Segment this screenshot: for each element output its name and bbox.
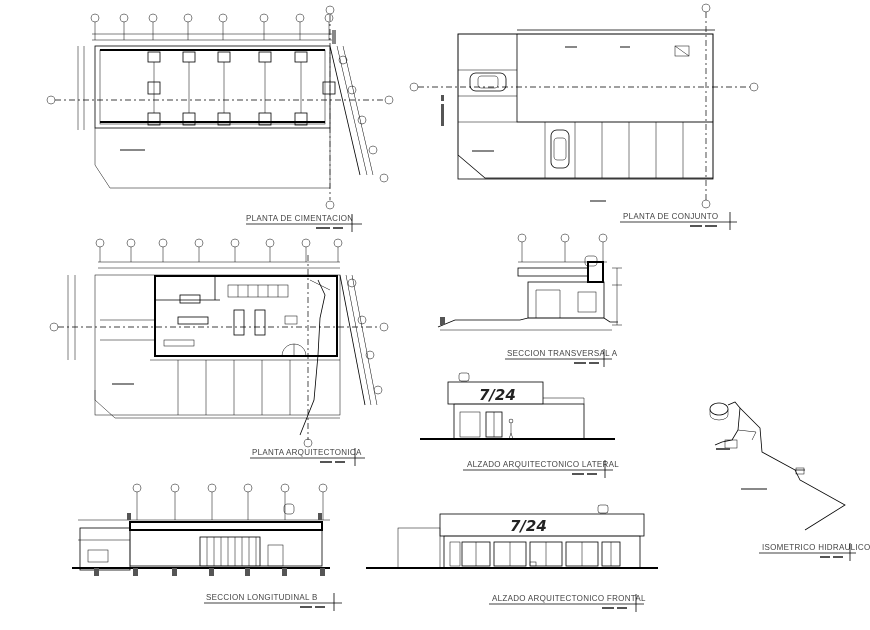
foundation-plan-title: PLANTA DE CIMENTACION bbox=[246, 214, 353, 223]
parking-stalls bbox=[458, 69, 684, 178]
water-tank-icon bbox=[709, 402, 729, 421]
front-elevation-title: ALZADO ARQUITECTONICO FRONTAL bbox=[492, 594, 646, 603]
architectural-plan-title: PLANTA ARQUITECTONICA bbox=[252, 448, 362, 457]
site-plan: PLANTA DE CONJUNTO bbox=[409, 3, 759, 230]
front-elevation-sign: 7/24 bbox=[510, 517, 547, 535]
architectural-plan: PLANTA ARQUITECTONICA bbox=[49, 238, 389, 466]
entrance-door bbox=[281, 343, 307, 357]
grid-bubbles-top bbox=[132, 483, 328, 520]
car-icon bbox=[469, 72, 507, 92]
cooler-doors bbox=[199, 536, 261, 567]
storefront-windows bbox=[449, 541, 621, 567]
side-elevation-sign: 7/24 bbox=[479, 386, 516, 404]
car-icon bbox=[550, 129, 570, 169]
person-icon bbox=[508, 418, 514, 440]
front-elevation: 7/24 ALZADO ARQUITECTONICO FRONTAL bbox=[366, 504, 658, 612]
grid-bubbles-top bbox=[90, 13, 334, 40]
cross-section-a: SECCION TRANSVERSAL A bbox=[437, 233, 622, 367]
footings bbox=[147, 51, 336, 126]
store-fixtures bbox=[163, 284, 298, 347]
cross-section-a-title: SECCION TRANSVERSAL A bbox=[507, 349, 618, 358]
hydraulic-isometric-title: ISOMETRICO HIDRAULICO bbox=[762, 543, 870, 552]
site-plan-title: PLANTA DE CONJUNTO bbox=[623, 212, 718, 221]
foundation-plan: PLANTA DE CIMENTACION bbox=[46, 5, 394, 232]
grid-bubbles-top bbox=[95, 238, 343, 262]
longitudinal-section-b-title: SECCION LONGITUDINAL B bbox=[206, 593, 318, 602]
hydraulic-isometric: ISOMETRICO HIDRAULICO bbox=[709, 401, 870, 561]
side-elevation-title: ALZADO ARQUITECTONICO LATERAL bbox=[467, 460, 619, 469]
side-elevation: 7/24 ALZADO ARQUITECTONICO LATERAL bbox=[420, 372, 619, 478]
longitudinal-section-b: SECCION LONGITUDINAL B bbox=[72, 483, 342, 611]
